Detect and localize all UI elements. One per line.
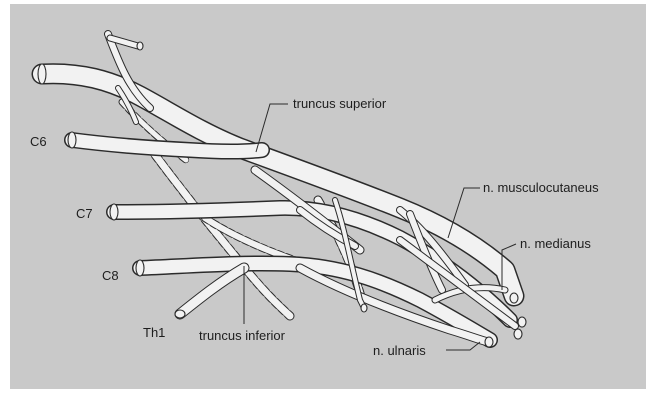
distal-end-2 bbox=[518, 317, 526, 327]
c5-root-end bbox=[38, 64, 46, 84]
label-truncus-inferior: truncus inferior bbox=[199, 328, 286, 343]
distal-end-5 bbox=[361, 304, 367, 312]
twig-end-top bbox=[137, 42, 143, 50]
th1-root bbox=[180, 268, 244, 314]
label-n-musculocutaneus: n. musculocutaneus bbox=[483, 180, 599, 195]
nerve-trunks bbox=[38, 34, 526, 347]
label-truncus-superior: truncus superior bbox=[293, 96, 387, 111]
c6-root-end bbox=[68, 132, 76, 148]
label-n-medianus: n. medianus bbox=[520, 236, 591, 251]
deep-branch-c6-lower bbox=[150, 148, 290, 316]
label-th1: Th1 bbox=[143, 325, 165, 340]
label-c7: C7 bbox=[76, 206, 93, 221]
leader-ulnaris bbox=[446, 342, 480, 350]
distal-end-4 bbox=[485, 337, 493, 347]
distal-end-1 bbox=[510, 293, 518, 303]
c8-root-end bbox=[136, 260, 144, 276]
label-c6: C6 bbox=[30, 134, 47, 149]
label-c8: C8 bbox=[102, 268, 119, 283]
th1-root-end bbox=[175, 310, 185, 318]
label-n-ulnaris: n. ulnaris bbox=[373, 343, 426, 358]
c7-root-end bbox=[110, 204, 118, 220]
distal-end-3 bbox=[514, 329, 522, 339]
